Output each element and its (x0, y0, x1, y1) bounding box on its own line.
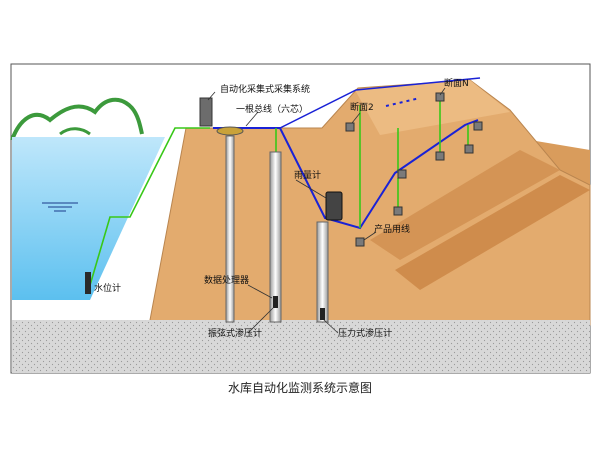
label-main-line: 一根总线（六芯） (236, 103, 308, 115)
sensor-box (397, 169, 407, 179)
reservoir-water (12, 137, 165, 300)
water-level-sensor (85, 272, 91, 294)
label-water-level-gauge: 水位计 (94, 282, 121, 294)
sensor-box (464, 144, 474, 154)
sensor-box (355, 237, 365, 247)
label-product-line: 产品用线 (374, 223, 410, 235)
data-processor-disc (216, 126, 244, 136)
sensor-box (435, 92, 445, 102)
standpipe-left (225, 135, 235, 323)
sensor-box (435, 151, 445, 161)
signal-line-water-level (87, 127, 210, 293)
standpipe-pressure (316, 221, 329, 323)
sensor-box (345, 122, 355, 132)
diagram-caption: 水库自动化监测系统示意图 (228, 380, 372, 395)
sensor-box (473, 121, 483, 131)
label-section-n: 断面N (444, 77, 469, 89)
label-vibrating-piezometer: 振弦式渗压计 (208, 327, 262, 339)
label-rain-gauge: 雨量计 (294, 169, 321, 181)
pressure-piezometer-sensor (320, 308, 325, 320)
standpipe-vibrating (269, 151, 282, 323)
label-pressure-piezometer: 压力式渗压计 (338, 327, 392, 339)
sensor-box (393, 206, 403, 216)
label-system: 自动化采集式采集系统 (220, 83, 310, 95)
hills (10, 97, 144, 141)
vibrating-piezometer-sensor (273, 296, 278, 308)
label-data-processor: 数据处理器 (204, 274, 249, 286)
acquisition-cabinet (199, 97, 213, 127)
rain-gauge (325, 191, 343, 221)
label-section-2: 断面2 (350, 101, 374, 113)
